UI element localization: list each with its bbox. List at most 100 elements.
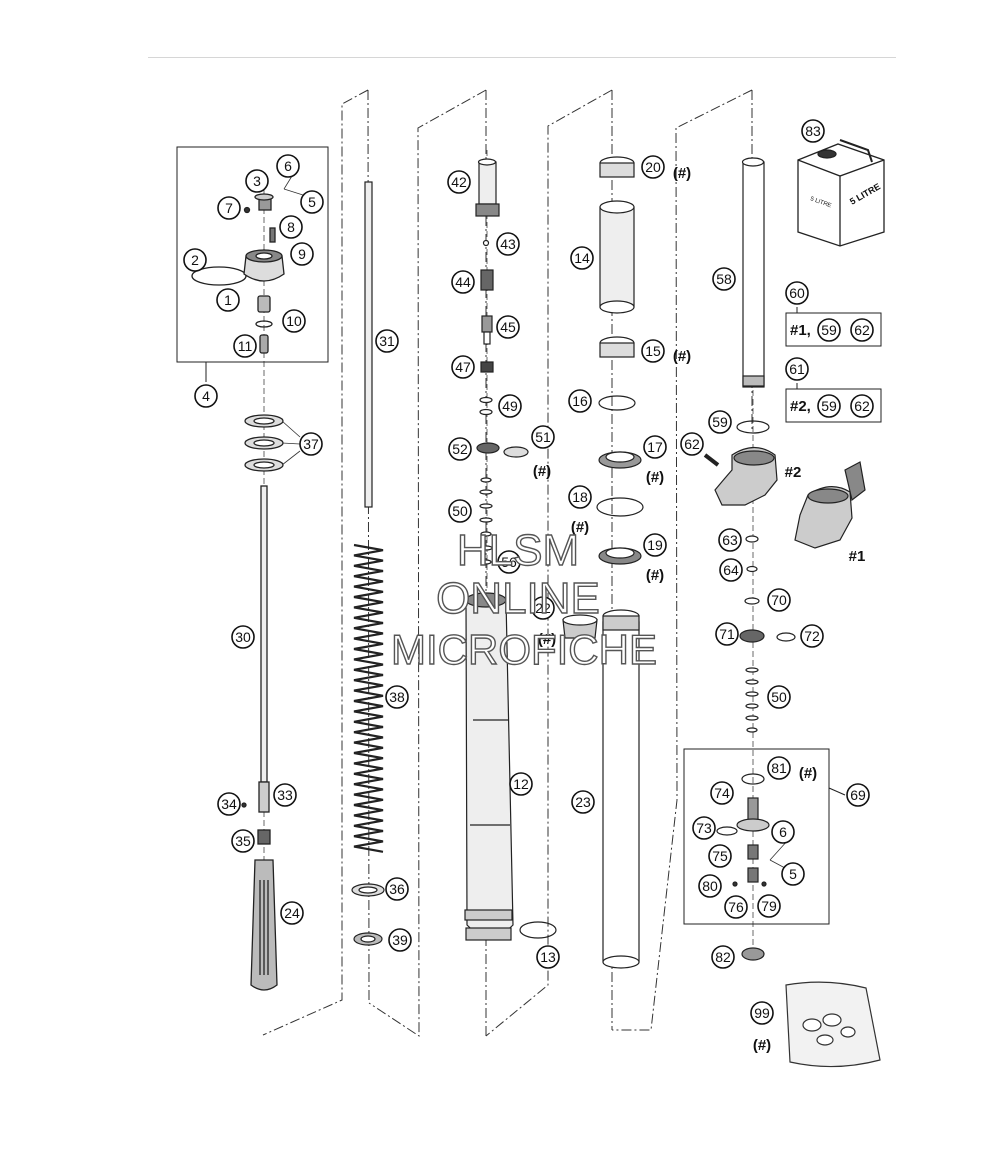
watermark: HLSM ONLINE MICROFICHE [390,525,657,673]
callout-50: 50 [767,685,791,709]
annotation: (#) [753,1037,771,1054]
callout-number: 81 [771,760,787,776]
callout-number: 43 [500,236,516,252]
annotation: (#) [646,567,664,584]
callout-61: 61 [785,357,809,381]
callout-number: 83 [805,123,821,139]
header-rule [148,57,896,58]
callout-number: 17 [647,439,663,455]
callout-43: 43 [496,232,520,256]
callout-72: 72 [800,624,824,648]
callout-number: 18 [572,489,588,505]
callout-22: 22 [531,596,555,620]
callout-4: 4 [194,384,218,408]
callout-number: 4 [202,388,210,404]
column3-parts [464,158,557,941]
callout-50: 50 [448,499,472,523]
callout-number: 51 [535,429,551,445]
frame-col4-left [485,89,613,1037]
callout-10: 10 [282,309,306,333]
callout-number: 73 [696,820,712,836]
callout-number: 5 [308,194,316,210]
callout-3: 3 [245,169,269,193]
callout-5: 5 [300,190,324,214]
callout-34: 34 [217,792,241,816]
callout-9: 9 [290,242,314,266]
callout-number: 38 [389,689,405,705]
watermark-line-2: ONLINE [436,574,600,623]
callout-44: 44 [451,270,475,294]
callout-83: 83 [801,119,825,143]
callout-62: 62 [680,432,704,456]
callout-23: 23 [571,790,595,814]
callout-15: 15 [641,339,665,363]
callout-19: 19 [643,533,667,557]
box-label-layer: #1,#2, [790,322,811,415]
callout-number: 60 [789,285,805,301]
callout-number: 76 [728,899,744,915]
callout-36: 36 [385,877,409,901]
callout-number: 59 [712,414,728,430]
callout-5: 5 [781,862,805,886]
callout-73: 73 [692,816,716,840]
callout-number: 72 [804,628,820,644]
frame-col3-left [368,89,487,1037]
callout-number: 3 [253,173,261,189]
callout-81: 81 [767,756,791,780]
annotation: (#) [673,348,691,365]
callout-number: 37 [303,436,319,452]
callout-11: 11 [233,334,257,358]
callout-number: 75 [712,848,728,864]
annotation-layer: (#)(#)(#)(#)(#)(#)(#)(#)(#)#2#1 [533,165,866,1054]
callout-62: 62 [850,394,874,418]
callout-number: 63 [722,532,738,548]
callout-number: 50 [452,503,468,519]
callout-6: 6 [771,820,795,844]
annotation: #1 [849,548,866,565]
callout-number: 62 [854,398,870,414]
callout-number: 39 [392,932,408,948]
callout-number: 49 [502,398,518,414]
callout-70: 70 [767,588,791,612]
callout-59: 59 [708,410,732,434]
callout-number: 42 [451,174,467,190]
callout-number: 20 [645,159,661,175]
callout-number: 6 [284,158,292,174]
callout-17: 17 [643,435,667,459]
callout-14: 14 [570,246,594,270]
callout-7: 7 [217,196,241,220]
variant-box-label: #1, [790,322,811,339]
callout-79: 79 [757,894,781,918]
callout-number: 22 [535,600,551,616]
callout-number: 15 [645,343,661,359]
callout-63: 63 [718,528,742,552]
callout-2: 2 [183,248,207,272]
frame-col5-left [612,89,753,1031]
callout-76: 76 [724,895,748,919]
parts-bag [785,981,881,1068]
callout-number: 79 [761,898,777,914]
callout-74: 74 [710,781,734,805]
callout-13: 13 [536,945,560,969]
callout-1: 1 [216,288,240,312]
callout-number: 62 [684,436,700,452]
callout-30: 30 [231,625,255,649]
callout-number: 24 [284,905,300,921]
callout-82: 82 [711,945,735,969]
annotation: (#) [538,631,556,648]
callout-number: 31 [379,333,395,349]
callout-20: 20 [641,155,665,179]
callout-24: 24 [280,901,304,925]
callout-8: 8 [279,215,303,239]
callout-number: 8 [287,219,295,235]
annotation: (#) [533,463,551,480]
callout-number: 61 [789,361,805,377]
callout-number: 1 [224,292,232,308]
callout-80: 80 [698,874,722,898]
callout-number: 59 [821,322,837,338]
callout-number: 59 [821,398,837,414]
callout-number: 36 [389,881,405,897]
callout-33: 33 [273,783,297,807]
callout-number: 52 [452,441,468,457]
